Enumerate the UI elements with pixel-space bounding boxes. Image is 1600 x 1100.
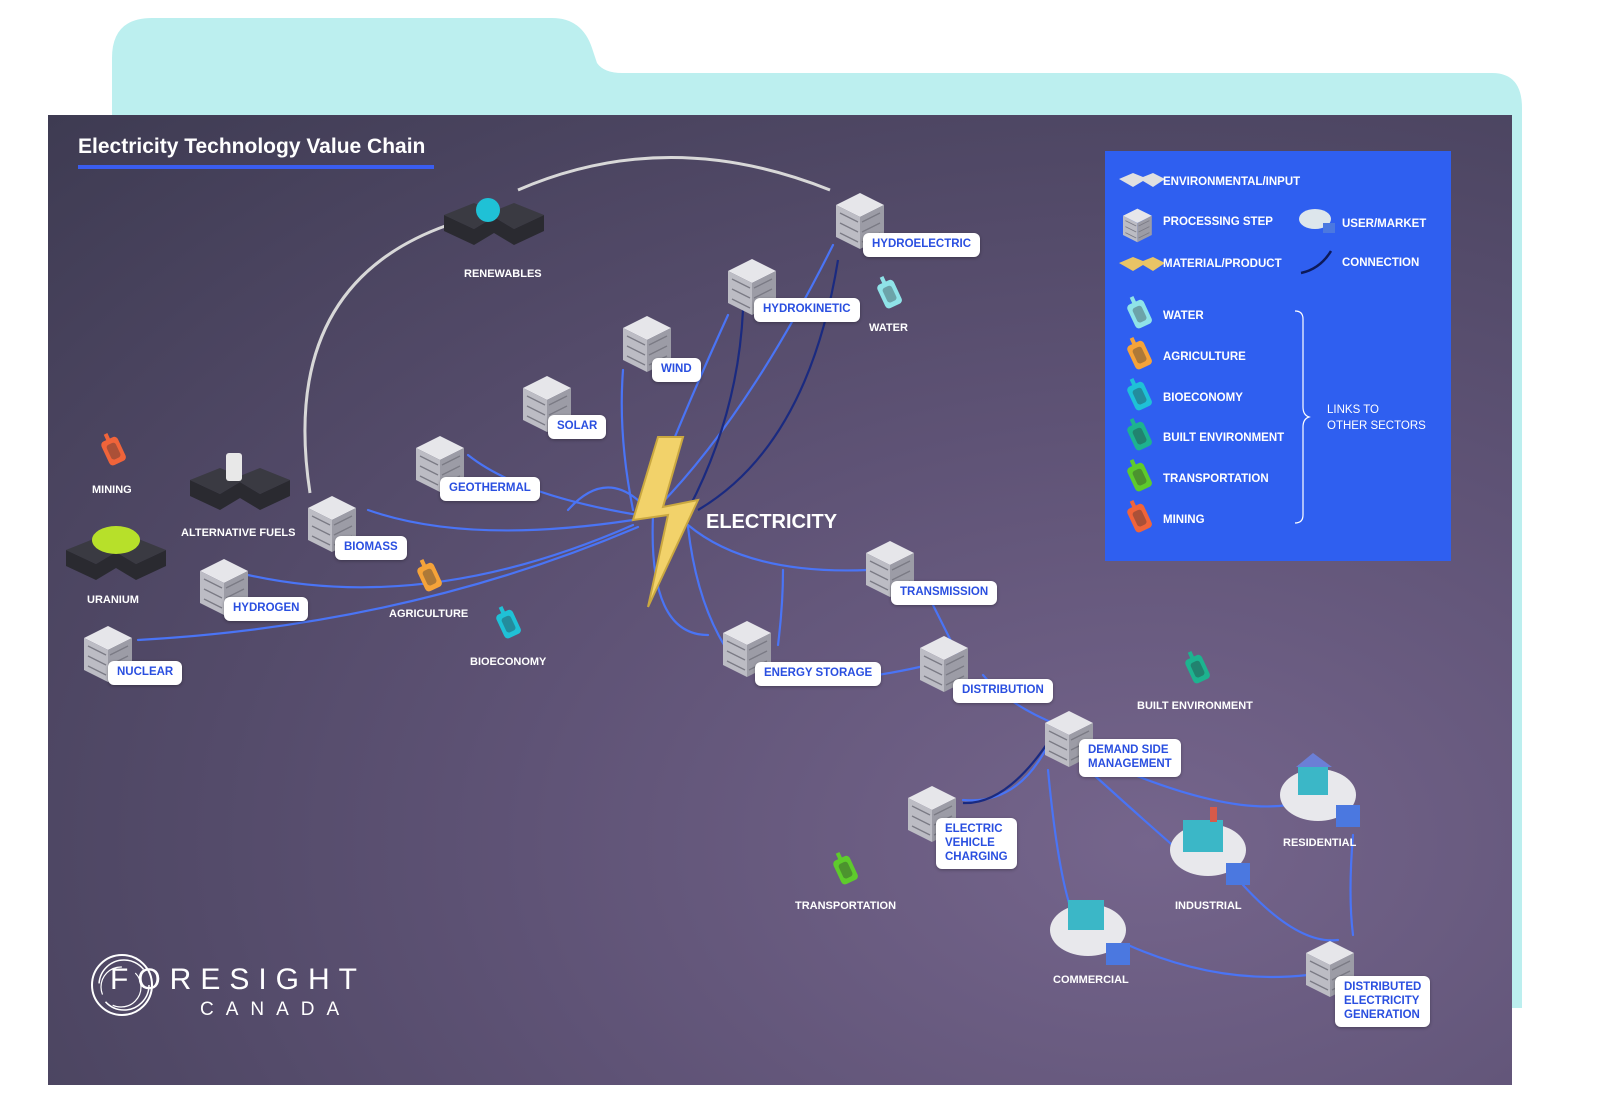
logo-subtitle: CANADA: [200, 999, 352, 1020]
legend-connection-icon: [1300, 250, 1333, 275]
label-bioeconomy: BIOECONOMY: [470, 656, 547, 668]
label-built-environment: BUILT ENVIRONMENT: [1137, 700, 1253, 712]
label-commercial: COMMERCIAL: [1053, 974, 1129, 986]
legend-sector-built-environment: BUILT ENVIRONMENT: [1163, 432, 1285, 444]
commercial-building-icon: [1050, 900, 1130, 965]
foresight-logo-icon: [91, 954, 153, 1016]
label-solar: SOLAR: [548, 415, 607, 439]
label-distribution: DISTRIBUTION: [953, 679, 1053, 703]
legend-built-environment-icon: [1123, 415, 1154, 452]
label-wind: WIND: [652, 358, 701, 382]
label-industrial: INDUSTRIAL: [1175, 900, 1242, 912]
legend-sector-transportation: TRANSPORTATION: [1163, 473, 1269, 485]
water-plug-icon: [873, 273, 904, 310]
legend: ENVIRONMENTAL/INPUT PROCESSING STEP USER…: [1105, 151, 1451, 561]
agriculture-plug-icon: [413, 556, 444, 593]
legend-user-market-label: USER/MARKET: [1342, 218, 1427, 230]
legend-material-icon: [1119, 257, 1165, 271]
legend-water-icon: [1123, 293, 1154, 330]
renewables-icon: [476, 198, 500, 222]
mining-plug-icon: [97, 430, 128, 467]
alternative-fuels-icon: [226, 453, 242, 481]
label-alternative-fuels: ALTERNATIVE FUELS: [181, 527, 296, 539]
title-underline: [78, 165, 434, 169]
label-agriculture: AGRICULTURE: [389, 608, 469, 620]
label-ev-charging: ELECTRIC VEHICLE CHARGING: [936, 818, 1017, 870]
legend-connection-label: CONNECTION: [1342, 257, 1420, 269]
legend-mining-icon: [1123, 497, 1154, 534]
diagram-canvas: [66, 156, 1360, 998]
legend-environmental-label: ENVIRONMENTAL/INPUT: [1163, 176, 1301, 188]
legend-environmental-icon: [1119, 173, 1165, 187]
diagram-panel: Electricity Technology Value Chain ELECT…: [48, 115, 1512, 1085]
bioeconomy-plug-icon: [492, 603, 523, 640]
electricity-bolt: [631, 436, 700, 608]
label-transmission: TRANSMISSION: [891, 581, 998, 605]
logo-wordmark: FORESIGHT: [110, 963, 367, 996]
legend-transportation-icon: [1123, 456, 1154, 493]
legend-agriculture-icon: [1123, 334, 1154, 371]
label-transportation: TRANSPORTATION: [795, 900, 897, 912]
legend-sector-agriculture: AGRICULTURE: [1163, 351, 1246, 363]
legend-sector-mining: MINING: [1163, 514, 1205, 526]
uranium-icon: [92, 526, 140, 554]
legend-processing-label: PROCESSING STEP: [1163, 216, 1273, 228]
residential-building-icon: [1280, 753, 1360, 827]
page-title: Electricity Technology Value Chain: [78, 135, 426, 158]
label-biomass: BIOMASS: [335, 536, 407, 560]
label-demand-side-management: DEMAND SIDE MANAGEMENT: [1079, 739, 1181, 777]
label-distributed-generation: DISTRIBUTED ELECTRICITY GENERATION: [1335, 976, 1431, 1028]
legend-links-note: LINKS TO OTHER SECTORS: [1327, 404, 1426, 432]
legend-material-label: MATERIAL/PRODUCT: [1163, 258, 1282, 270]
electricity-label: ELECTRICITY: [706, 511, 838, 533]
renewables-arc: [303, 156, 831, 494]
label-residential: RESIDENTIAL: [1283, 837, 1357, 849]
label-hydrokinetic: HYDROKINETIC: [754, 298, 860, 322]
label-energy-storage: ENERGY STORAGE: [755, 662, 882, 686]
legend-sector-bioeconomy: BIOECONOMY: [1163, 392, 1243, 404]
label-water: WATER: [869, 322, 908, 334]
transportation-plug-icon: [829, 849, 860, 886]
legend-bracket: [1294, 310, 1311, 524]
label-mining: MINING: [92, 484, 132, 496]
label-nuclear: NUCLEAR: [108, 661, 183, 685]
built-environment-plug-icon: [1181, 648, 1212, 685]
legend-bioeconomy-icon: [1123, 375, 1154, 412]
label-uranium: URANIUM: [87, 594, 139, 606]
legend-icons: [1119, 173, 1335, 534]
label-hydrogen: HYDROGEN: [224, 597, 309, 621]
label-hydroelectric: HYDROELECTRIC: [863, 233, 981, 257]
label-renewables: RENEWABLES: [464, 268, 542, 280]
label-geothermal: GEOTHERMAL: [440, 477, 540, 501]
industrial-building-icon: [1170, 807, 1250, 885]
legend-sector-water: WATER: [1163, 310, 1204, 322]
legend-processing-icon: [1122, 208, 1153, 243]
